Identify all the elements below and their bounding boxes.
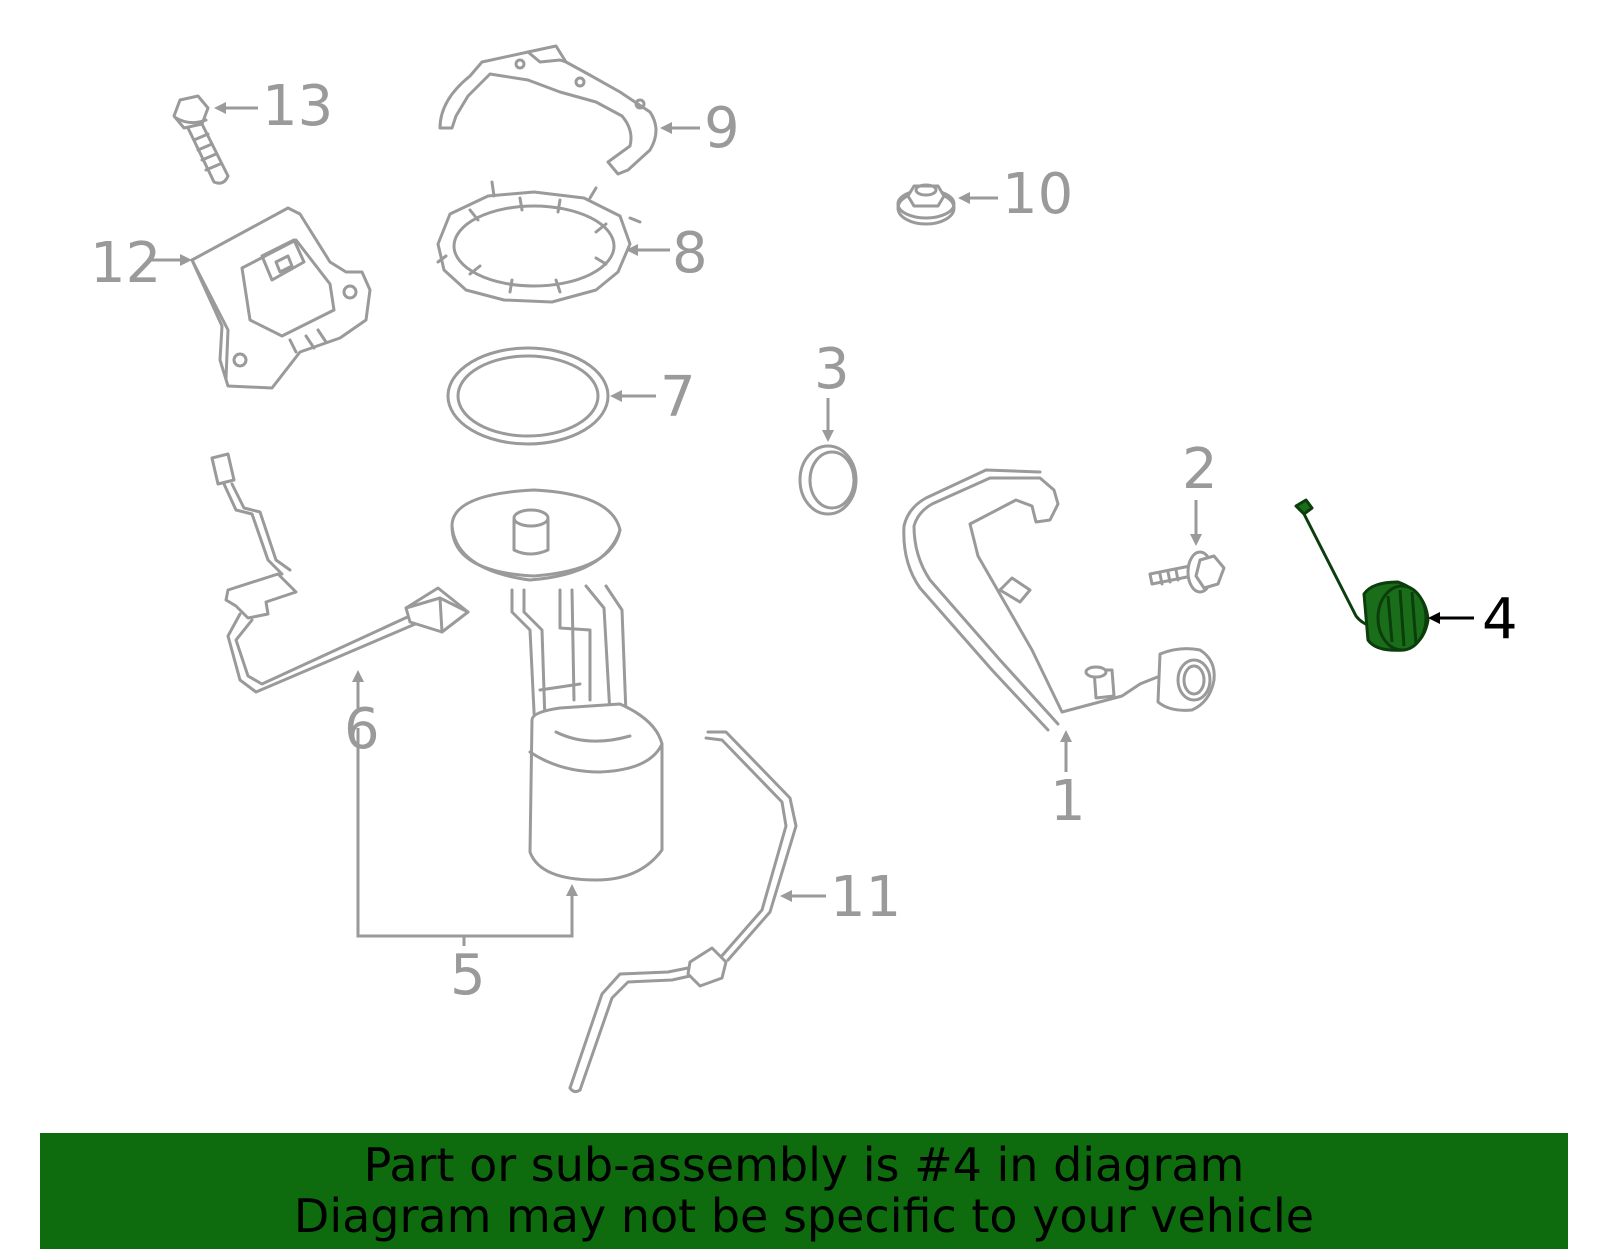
arrow-7: [610, 390, 622, 402]
part-9-bracket[interactable]: [438, 44, 658, 176]
arrow-12: [180, 254, 192, 266]
part-6-harness[interactable]: [210, 452, 470, 694]
part-8-lock-ring[interactable]: [436, 180, 642, 304]
part-5-fuel-pump[interactable]: [450, 488, 664, 882]
part-1-filler-pipe[interactable]: [902, 468, 1216, 732]
arrow-8: [626, 244, 638, 256]
callout-2: 2: [1182, 437, 1218, 502]
part-13-bolt[interactable]: [172, 94, 230, 185]
banner-line-disclaimer: Diagram may not be specific to your vehi…: [293, 1189, 1315, 1243]
callout-7: 7: [660, 365, 696, 430]
arrow-6: [352, 670, 364, 682]
arrow-9: [660, 122, 672, 134]
callout-12: 12: [90, 231, 161, 296]
part-7-gasket[interactable]: [446, 346, 610, 446]
callout-11: 11: [830, 865, 901, 930]
part-2-bolt[interactable]: [1148, 550, 1226, 594]
callout-4: 4: [1482, 587, 1518, 652]
part-10-nut[interactable]: [896, 183, 956, 226]
arrow-11: [780, 890, 792, 902]
arrow-1: [1060, 730, 1072, 742]
part-3-seal[interactable]: [798, 444, 858, 516]
callout-3: 3: [814, 337, 850, 402]
arrow-3: [822, 430, 834, 442]
arrow-10: [958, 192, 970, 204]
callout-8: 8: [672, 221, 708, 286]
part-4-fuel-cap[interactable]: [1294, 498, 1430, 652]
part-12-module[interactable]: [190, 206, 372, 390]
callout-13: 13: [262, 74, 333, 139]
arrow-2: [1190, 534, 1202, 546]
arrow-5: [566, 884, 578, 896]
banner-line-part-number: Part or sub-assembly is #4 in diagram: [363, 1138, 1245, 1192]
part-11-fuel-line[interactable]: [568, 730, 798, 1094]
arrow-13: [214, 102, 226, 114]
callout-5: 5: [450, 943, 486, 1008]
info-banner: Part or sub-assembly is #4 in diagram Di…: [40, 1133, 1568, 1249]
callout-6: 6: [344, 697, 380, 762]
callout-1: 1: [1050, 769, 1086, 834]
callout-10: 10: [1002, 162, 1073, 227]
callout-9: 9: [704, 96, 740, 161]
arrow-4: [1428, 612, 1440, 624]
